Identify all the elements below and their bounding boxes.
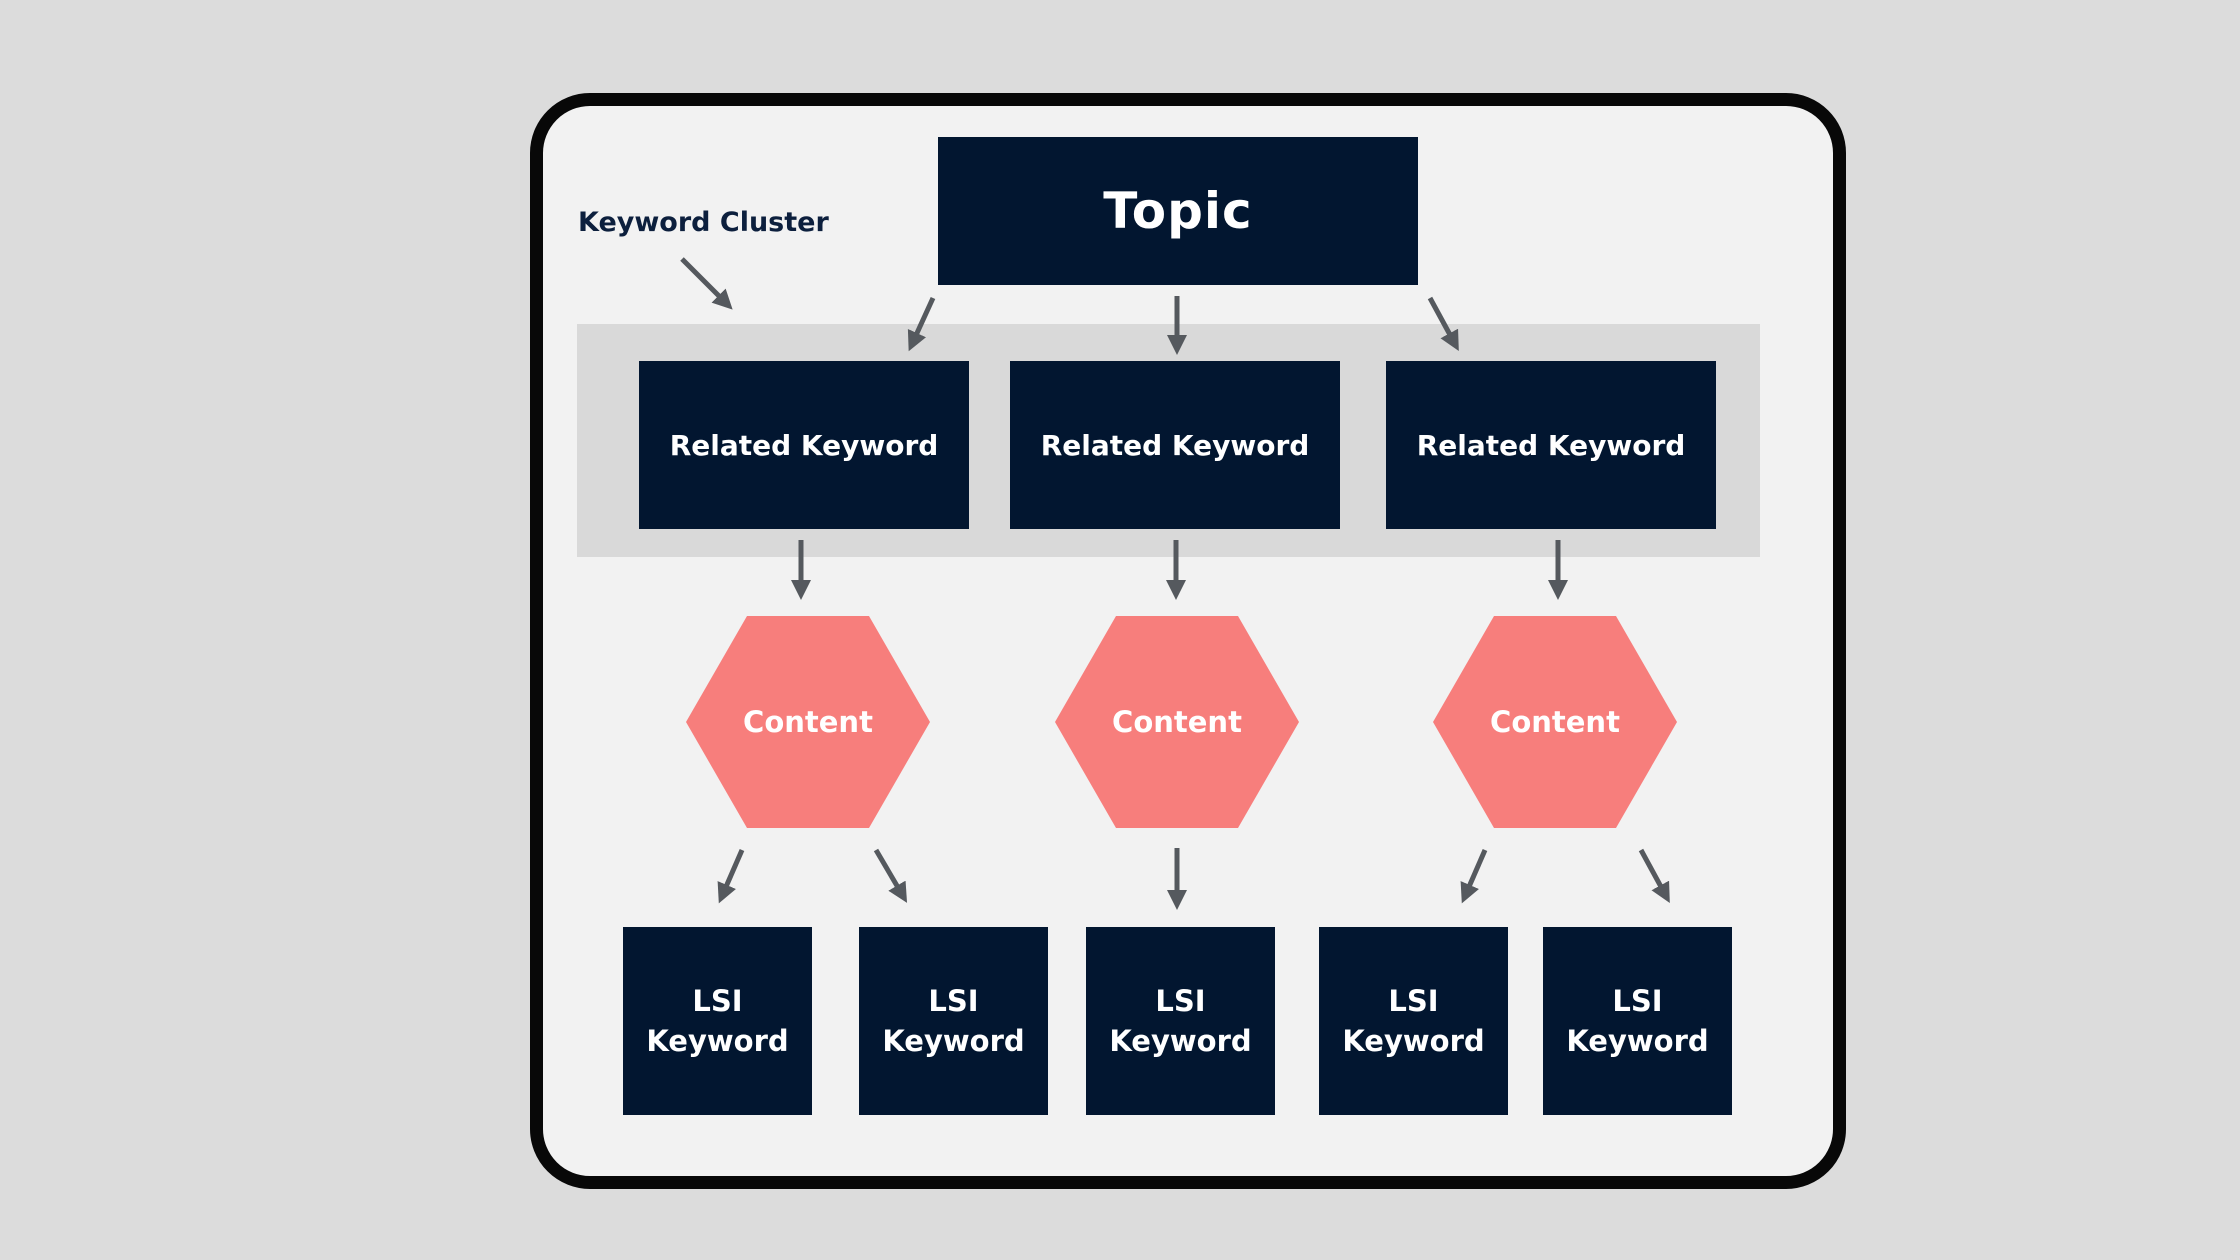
lsi-keyword-line-1: LSI (692, 984, 743, 1018)
lsi-keyword-line-1: LSI (928, 984, 979, 1018)
lsi-keyword-line-2: Keyword (1109, 1024, 1252, 1058)
lsi-keyword-node-5: LSI Keyword (1543, 927, 1732, 1115)
lsi-keyword-node-1: LSI Keyword (623, 927, 812, 1115)
content-node-label: Content (743, 705, 873, 739)
lsi-keyword-line-2: Keyword (882, 1024, 1025, 1058)
lsi-keyword-line-1: LSI (1612, 984, 1663, 1018)
related-keyword-node-2: Related Keyword (1010, 361, 1340, 529)
content-node-label: Content (1490, 705, 1620, 739)
lsi-keyword-node-2: LSI Keyword (859, 927, 1048, 1115)
lsi-keyword-node-3: LSI Keyword (1086, 927, 1275, 1115)
content-node-1: Content (686, 616, 930, 828)
lsi-keyword-line-1: LSI (1388, 984, 1439, 1018)
lsi-keyword-line-1: LSI (1155, 984, 1206, 1018)
related-keyword-node-1: Related Keyword (639, 361, 969, 529)
related-keyword-node-3: Related Keyword (1386, 361, 1716, 529)
keyword-cluster-label: Keyword Cluster (578, 207, 829, 238)
lsi-keyword-node-4: LSI Keyword (1319, 927, 1508, 1115)
content-node-label: Content (1112, 705, 1242, 739)
lsi-keyword-line-2: Keyword (646, 1024, 789, 1058)
lsi-keyword-line-2: Keyword (1566, 1024, 1709, 1058)
lsi-keyword-line-2: Keyword (1342, 1024, 1485, 1058)
topic-node: Topic (938, 137, 1418, 285)
